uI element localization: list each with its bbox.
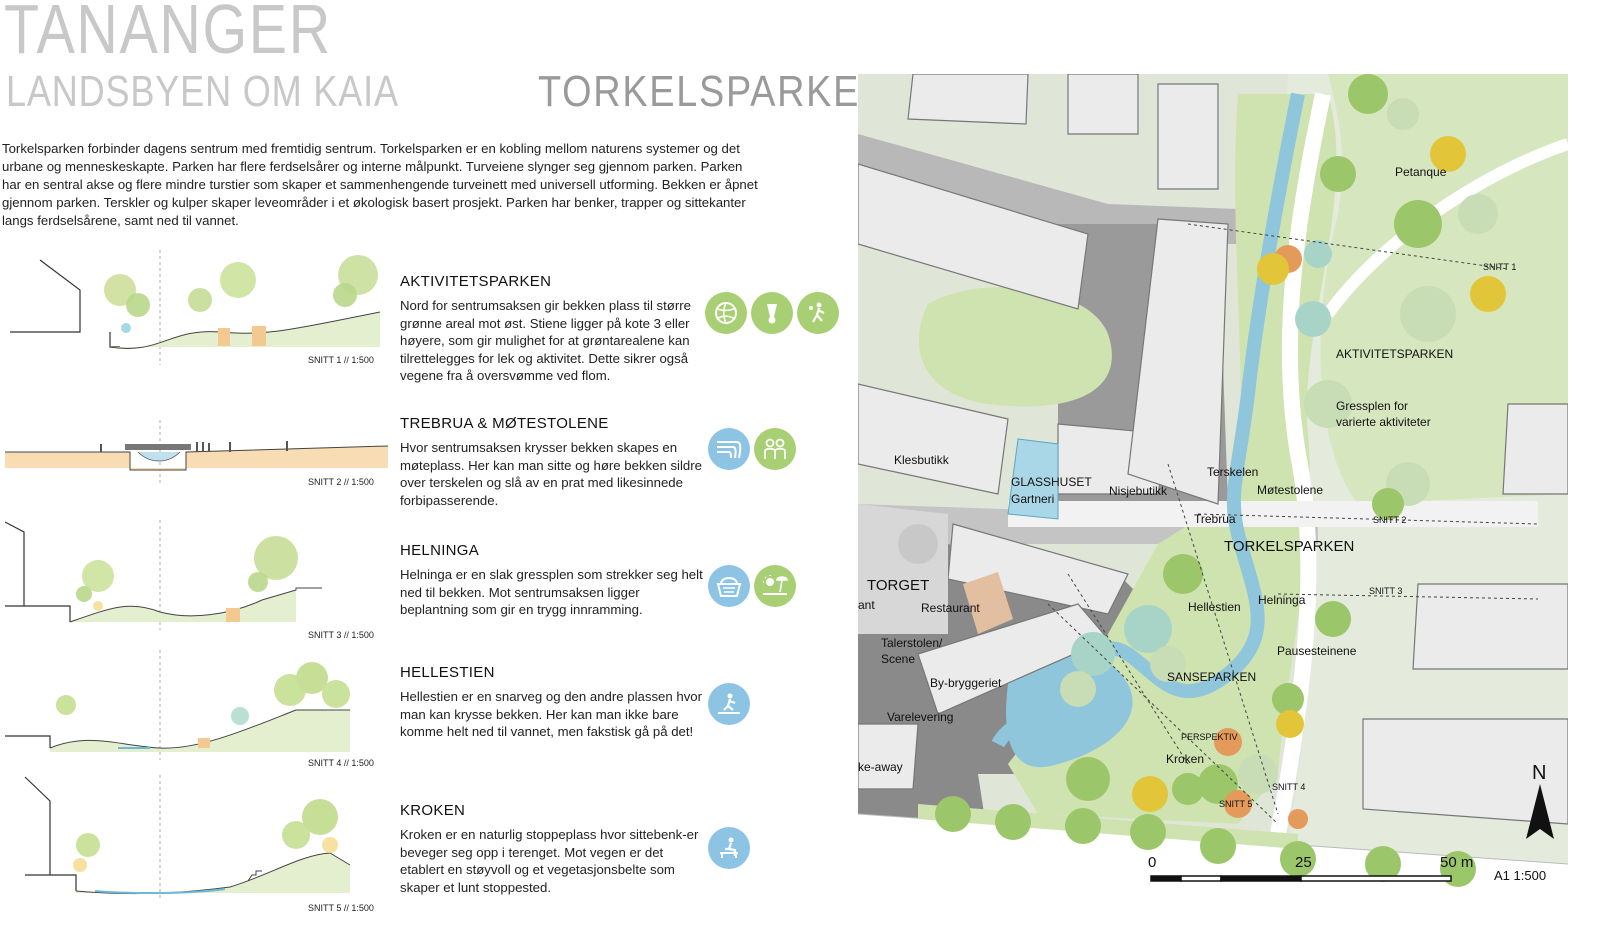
section-5-title: KROKEN bbox=[400, 802, 466, 819]
scale-ratio: A1 1:500 bbox=[1494, 868, 1547, 883]
map-label-terskelen: Terskelen bbox=[1207, 465, 1259, 479]
site-plan-map: Petanque SNITT 1 AKTIVITETSPARKEN Gressp… bbox=[858, 74, 1568, 904]
map-label-restaurant: Restaurant bbox=[921, 601, 980, 615]
meeting-people-icon bbox=[754, 428, 796, 470]
snitt-2-label: SNITT 2 // 1:500 bbox=[308, 477, 374, 487]
section-1-title: AKTIVITETSPARKEN bbox=[400, 273, 552, 290]
section-2-drawing bbox=[5, 420, 389, 485]
main-title: TANANGER bbox=[4, 0, 332, 68]
map-label-pausesteinene: Pausesteinene bbox=[1277, 644, 1357, 658]
snitt-4-label: SNITT 4 // 1:500 bbox=[308, 758, 374, 768]
badminton-icon bbox=[751, 292, 793, 334]
intro-text: Torkelsparken forbinder dagens sentrum m… bbox=[2, 141, 758, 228]
map-label-nisjebutikk: Nisjebutikk bbox=[1109, 484, 1168, 498]
map-label-torkelsparken: TORKELSPARKEN bbox=[1224, 538, 1355, 555]
map-label-petanque: Petanque bbox=[1395, 165, 1447, 179]
map-label-snitt5: SNITT 5 bbox=[1219, 799, 1253, 809]
sunbathing-icon bbox=[754, 565, 796, 607]
section-5-drawing bbox=[24, 775, 351, 900]
petanque-icon bbox=[797, 292, 839, 334]
map-label-helninga: Helninga bbox=[1258, 593, 1306, 607]
map-label-snitt4: SNITT 4 bbox=[1272, 782, 1306, 792]
map-label-snitt3: SNITT 3 bbox=[1369, 586, 1403, 596]
section-1-drawing bbox=[10, 250, 381, 365]
section-4-title: HELLESTIEN bbox=[400, 664, 495, 681]
scale-label-50: 50 m bbox=[1440, 854, 1474, 871]
map-label-sanseparken: SANSEPARKEN bbox=[1167, 670, 1257, 684]
stepping-stones-icon bbox=[708, 683, 750, 725]
snitt-1-label: SNITT 1 // 1:500 bbox=[308, 355, 374, 365]
map-label-takeaway: ke-away bbox=[858, 760, 903, 774]
bench-sitting-icon bbox=[708, 827, 750, 869]
section-3-text: Helninga er en slak gressplen som strekk… bbox=[400, 567, 703, 617]
map-label-hellestien: Hellestien bbox=[1188, 600, 1241, 614]
picnic-basket-icon bbox=[708, 565, 750, 607]
map-label-by-bryggeriet: By-bryggeriet bbox=[930, 676, 1002, 690]
scale-label-0: 0 bbox=[1148, 854, 1157, 871]
map-label-snitt1: SNITT 1 bbox=[1483, 262, 1517, 272]
map-label-scene: Scene bbox=[881, 652, 916, 666]
map-label-aktivitetsparken: AKTIVITETSPARKEN bbox=[1336, 347, 1454, 361]
map-label-trebrua: Trebrua bbox=[1194, 512, 1236, 526]
snitt-5-label: SNITT 5 // 1:500 bbox=[308, 903, 374, 913]
section-3-title: HELNINGA bbox=[400, 542, 480, 559]
map-label-klesbutikk: Klesbutikk bbox=[894, 453, 949, 467]
section-3-drawing bbox=[4, 520, 322, 630]
section-5-text: Kroken er en naturlig stoppeplass hvor s… bbox=[400, 827, 699, 895]
park-title: TORKELSPARKEN bbox=[538, 67, 890, 116]
map-label-torget: TORGET bbox=[867, 577, 930, 594]
waterfall-icon bbox=[708, 428, 750, 470]
map-label-glasshuset: GLASSHUSET bbox=[1011, 475, 1092, 489]
site-plan-drawing bbox=[858, 74, 1568, 904]
subtitle: LANDSBYEN OM KAIA bbox=[6, 67, 399, 116]
volleyball-icon bbox=[705, 292, 747, 334]
map-label-motestolene: Møtestolene bbox=[1257, 483, 1324, 497]
section-2-title: TREBRUA & MØTESTOLENE bbox=[400, 415, 609, 432]
section-1-text: Nord for sentrumsaksen gir bekken plass … bbox=[400, 298, 691, 383]
map-label-kroken: Kroken bbox=[1166, 752, 1205, 766]
map-label-talerstolen: Talerstolen/ bbox=[881, 636, 943, 650]
map-label-gressplen-1: Gressplen for bbox=[1336, 399, 1409, 413]
section-4-drawing bbox=[5, 650, 350, 760]
map-label-perspektiv: PERSPEKTIV bbox=[1181, 732, 1238, 742]
north-arrow-label: N bbox=[1532, 762, 1547, 784]
map-label-varelevering: Varelevering bbox=[887, 710, 954, 724]
snitt-3-label: SNITT 3 // 1:500 bbox=[308, 630, 374, 640]
map-label-gressplen-2: varierte aktiviteter bbox=[1336, 415, 1431, 429]
section-4-text: Hellestien er en snarveg og den andre pl… bbox=[400, 689, 703, 739]
map-label-gartneri: Gartneri bbox=[1011, 492, 1055, 506]
scale-label-25: 25 bbox=[1295, 854, 1312, 871]
map-label-snitt2: SNITT 2 bbox=[1373, 515, 1407, 525]
section-2-text: Hvor sentrumsaksen krysser bekken skapes… bbox=[400, 440, 702, 508]
map-label-ant: ant bbox=[858, 598, 875, 612]
